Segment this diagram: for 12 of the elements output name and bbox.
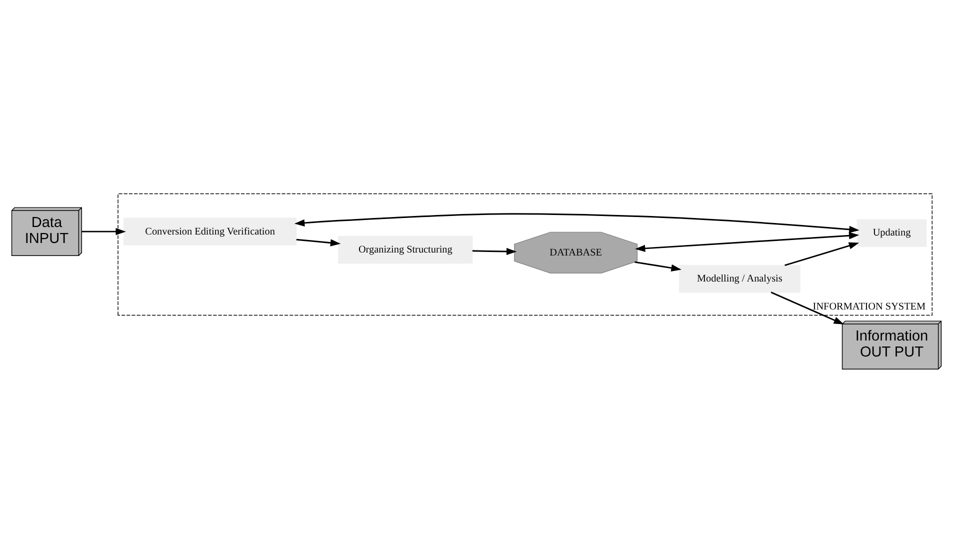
node-box: Updating xyxy=(856,218,927,246)
arrow xyxy=(770,291,844,324)
node-box: Modelling / Analysis xyxy=(678,264,800,292)
arrow xyxy=(294,212,860,232)
arrow xyxy=(634,260,682,271)
node-box: Conversion Editing Verification xyxy=(123,217,297,245)
node-box: Organizing Structuring xyxy=(338,235,473,264)
arrow xyxy=(82,228,126,235)
arrow xyxy=(634,232,860,252)
arrow xyxy=(472,247,517,255)
arrow xyxy=(784,242,860,266)
arrow xyxy=(296,238,341,246)
